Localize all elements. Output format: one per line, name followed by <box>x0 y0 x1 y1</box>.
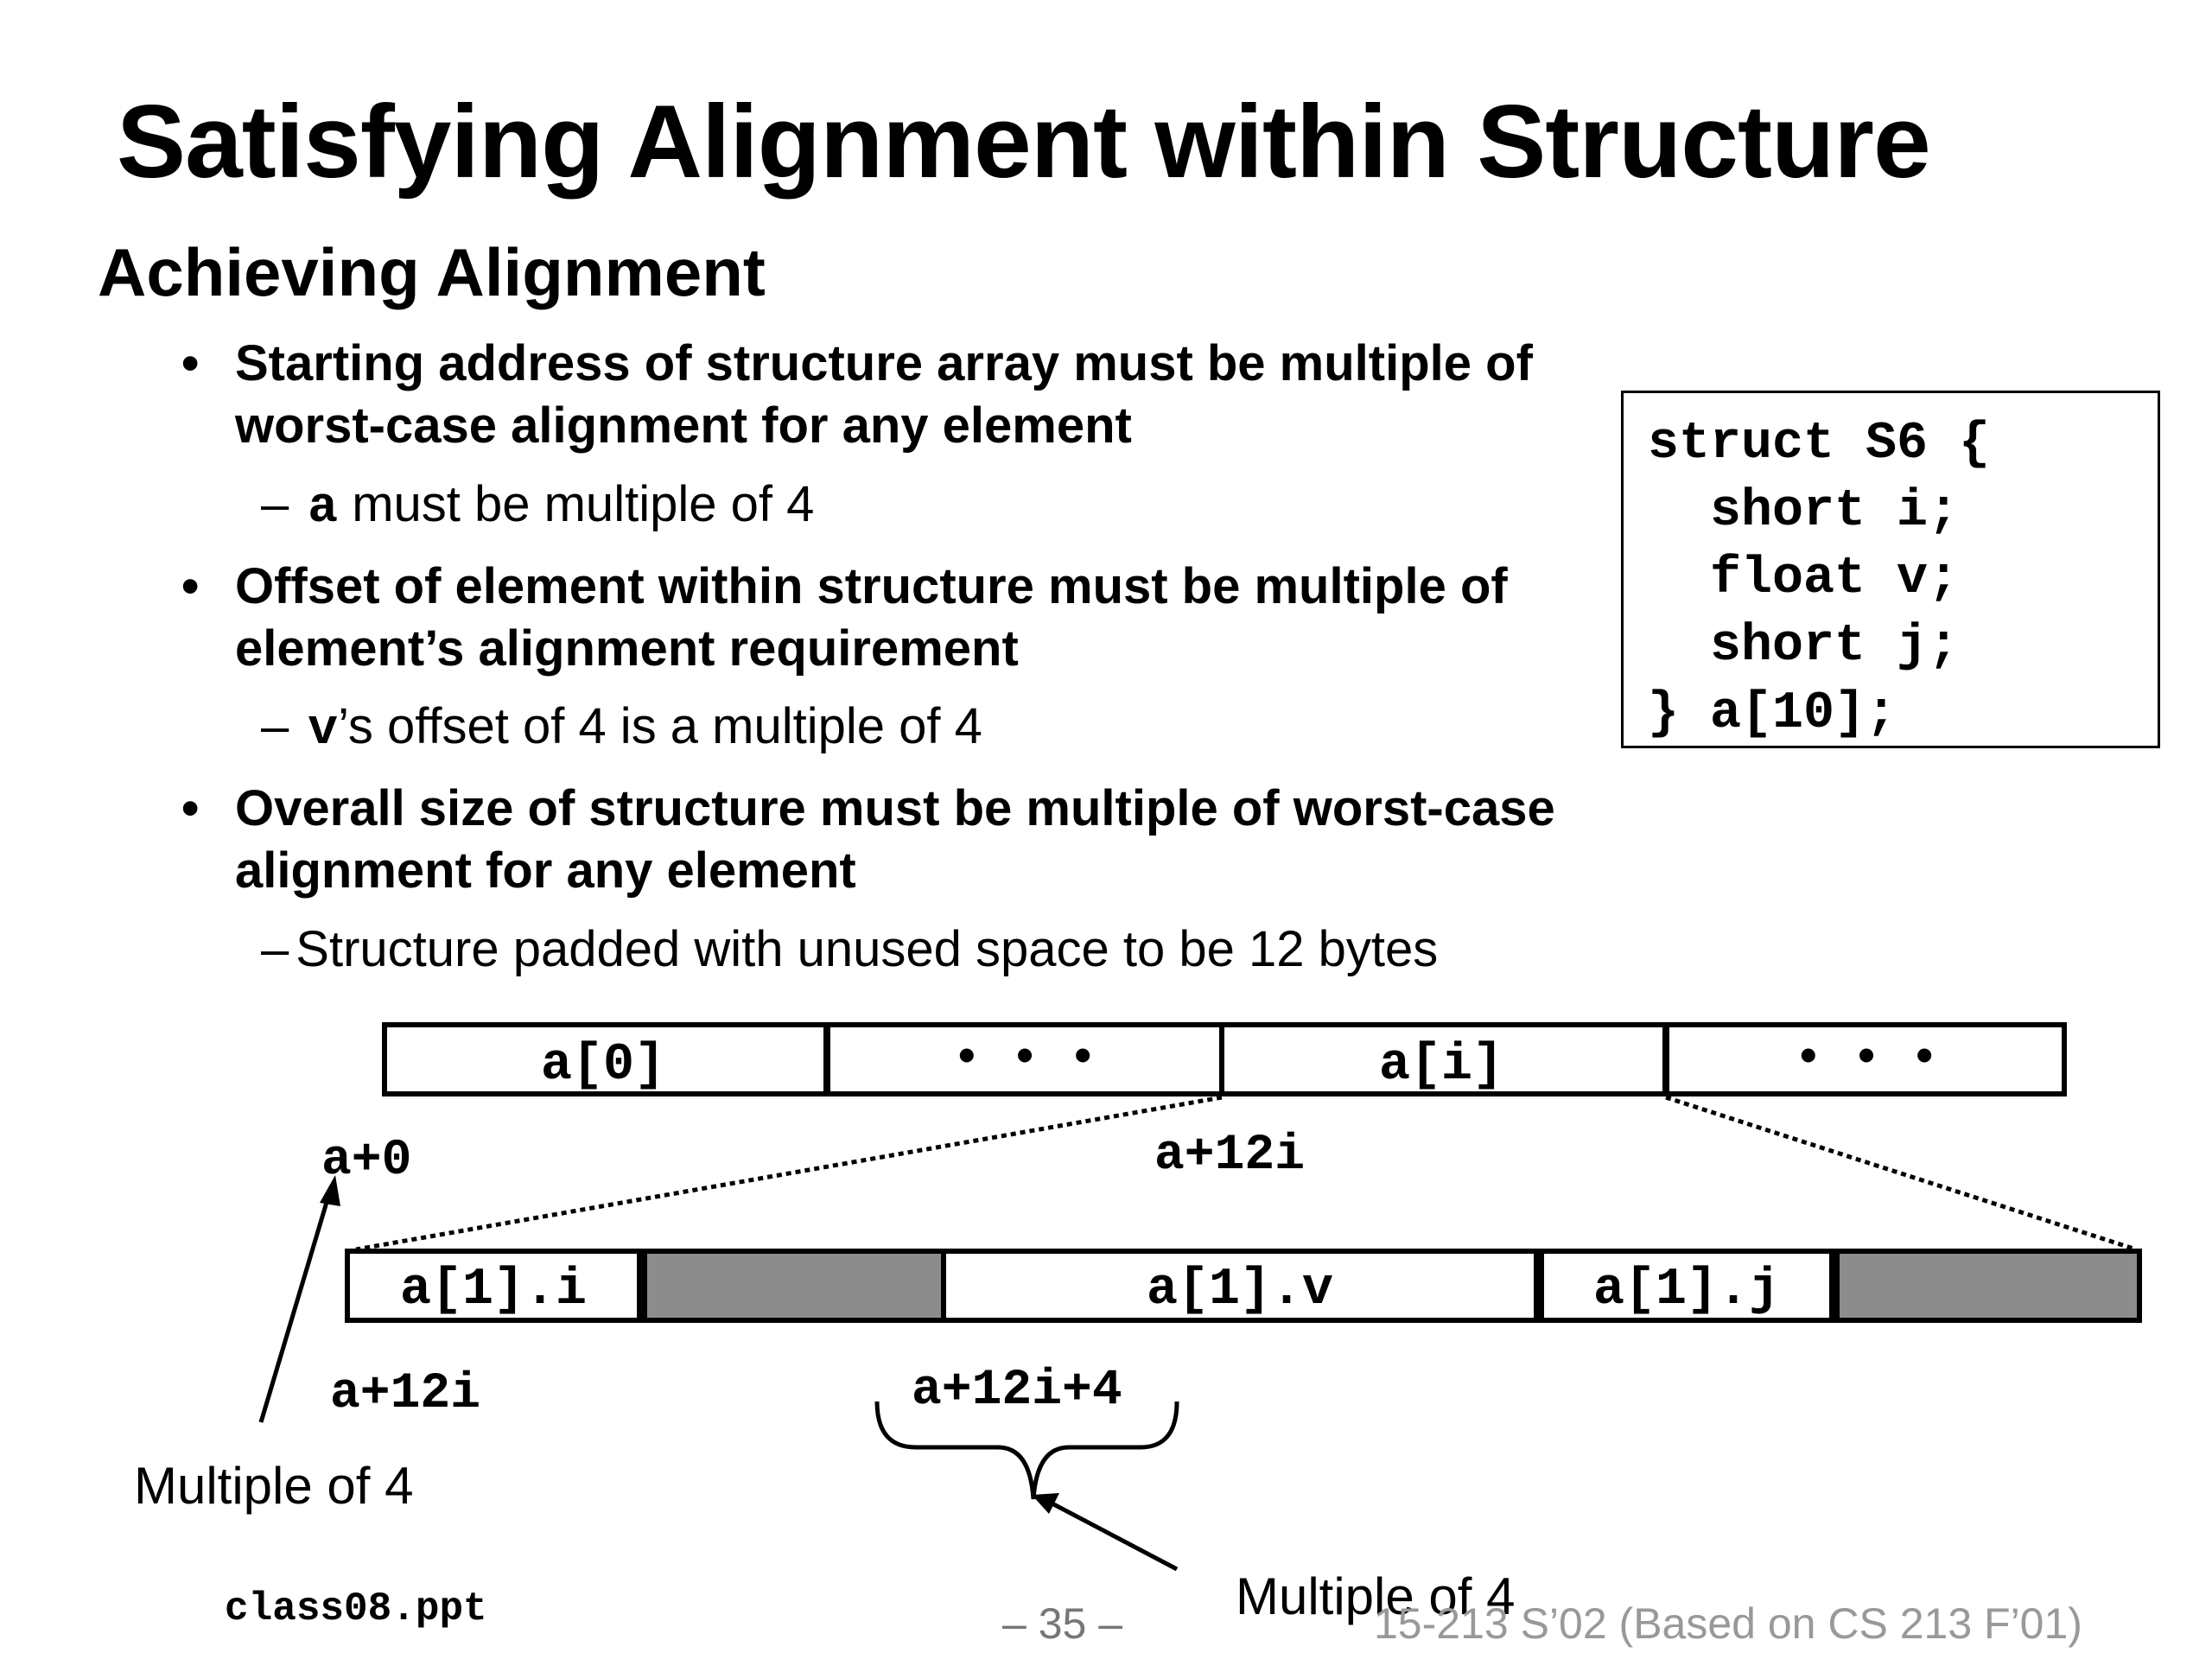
arrow-right-shaft <box>1044 1497 1179 1572</box>
struct-field-i <box>345 1249 642 1323</box>
bullet-2: • Offset of element within structure mus… <box>181 556 1618 680</box>
bullet-1-sub-text: must be multiple of 4 <box>338 476 815 532</box>
array-cell-ai: a[i] <box>1379 1036 1503 1095</box>
bullet-1: • Starting address of structure array mu… <box>181 333 1583 457</box>
footer-page-number: – 35 – <box>1002 1599 1123 1648</box>
bullet-dot: • <box>181 558 200 614</box>
struct-cell-j-label: a[1].j <box>1593 1261 1780 1319</box>
label-a-plus-0: a+0 <box>321 1133 411 1189</box>
bullet-1-sub-code: a <box>308 480 339 537</box>
bullet-3: • Overall size of structure must be mult… <box>181 778 1618 902</box>
struct-row: a[1].i a[1].v a[1].j <box>345 1249 2142 1323</box>
bullet-1-text: Starting address of structure array must… <box>235 335 1533 454</box>
array-row: a[0] • • • a[i] • • • <box>382 1022 2067 1096</box>
struct-padding-1 <box>642 1249 946 1323</box>
bullet-dot: • <box>181 335 200 391</box>
array-cell-a0: a[0] <box>541 1036 665 1095</box>
label-multiple-of-4-right: Multiple of 4 <box>1236 1567 1516 1625</box>
label-a-plus-12i-top: a+12i <box>1154 1128 1305 1184</box>
bullet-2-sub: –v’s offset of 4 is a multiple of 4 <box>261 698 982 759</box>
struct-padding-2 <box>1834 1249 2142 1323</box>
struct-field-v <box>941 1249 1539 1323</box>
footer-course: 15-213 S’02 (Based on CS 213 F’01) <box>1374 1599 2082 1648</box>
slide-subtitle: Achieving Alignment <box>98 234 766 310</box>
bullet-2-sub-code: v <box>308 702 339 759</box>
bullet-3-sub-text: Structure padded with unused space to be… <box>296 921 1439 977</box>
arrow-right-head <box>1032 1493 1059 1514</box>
expand-line-left <box>355 1095 1223 1252</box>
bullet-3-sub: –Structure padded with unused space to b… <box>261 921 1439 977</box>
curly-brace <box>874 1401 1179 1500</box>
expand-line-right <box>1665 1095 2137 1252</box>
footer-filename: class08.ppt <box>225 1586 487 1631</box>
bullet-dot: • <box>181 780 200 836</box>
struct-field-j <box>1539 1249 1834 1323</box>
slide-title: Satisfying Alignment within Structure <box>117 84 1931 200</box>
label-a-plus-12i-bottom: a+12i <box>330 1366 480 1422</box>
arrow-left-head <box>320 1175 340 1206</box>
label-a-plus-12i-plus-4: a+12i+4 <box>912 1363 1122 1419</box>
arrow-left-shaft <box>258 1190 333 1423</box>
array-cell-ellipsis-1: • • • <box>952 1031 1097 1086</box>
struct-code: struct S6 { short i; float v; short j; }… <box>1648 415 1991 743</box>
bullet-1-sub: –a must be multiple of 4 <box>261 476 815 537</box>
array-cell-ellipsis-2: • • • <box>1794 1031 1939 1086</box>
bullet-2-sub-text: ’s offset of 4 is a multiple of 4 <box>338 698 982 754</box>
bullet-3-text: Overall size of structure must be multip… <box>235 780 1555 899</box>
struct-cell-v-label: a[1].v <box>1147 1261 1333 1319</box>
label-multiple-of-4-left: Multiple of 4 <box>134 1457 414 1515</box>
bullet-2-text: Offset of element within structure must … <box>235 558 1508 677</box>
struct-cell-i-label: a[1].i <box>400 1261 587 1319</box>
struct-code-box: struct S6 { short i; float v; short j; }… <box>1621 391 2160 748</box>
